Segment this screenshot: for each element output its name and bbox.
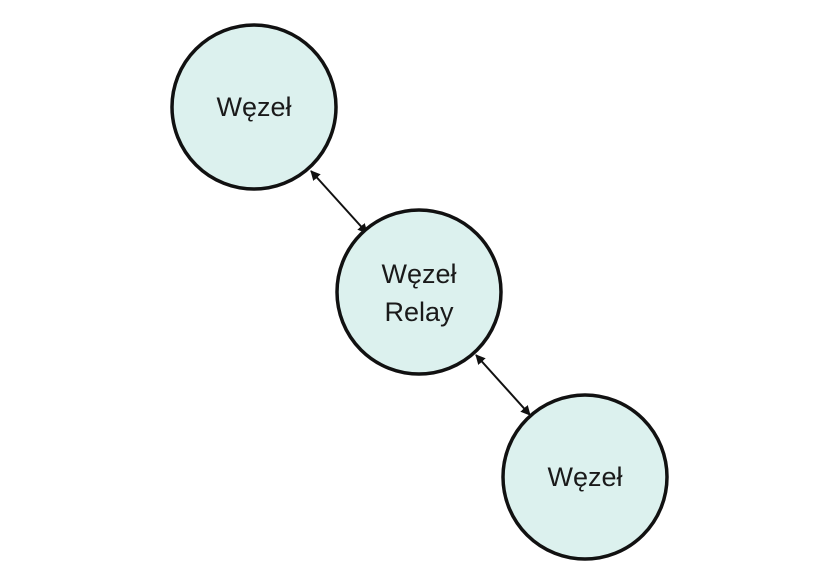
node-bottom-label: Węzeł <box>547 462 622 492</box>
node-top-label: Węzeł <box>216 92 291 122</box>
node-relay-label-line2: Relay <box>384 297 454 327</box>
edge-top-relay <box>310 170 368 234</box>
node-relay: Węzeł Relay <box>335 208 503 376</box>
node-bottom-circle <box>501 393 669 561</box>
node-bottom: Węzeł <box>501 393 669 561</box>
edge-relay-bottom <box>475 354 531 416</box>
node-top: Węzeł <box>170 23 338 191</box>
node-top-circle <box>170 23 338 191</box>
node-relay-circle <box>335 208 503 376</box>
node-relay-label-line1: Węzeł <box>381 259 456 289</box>
